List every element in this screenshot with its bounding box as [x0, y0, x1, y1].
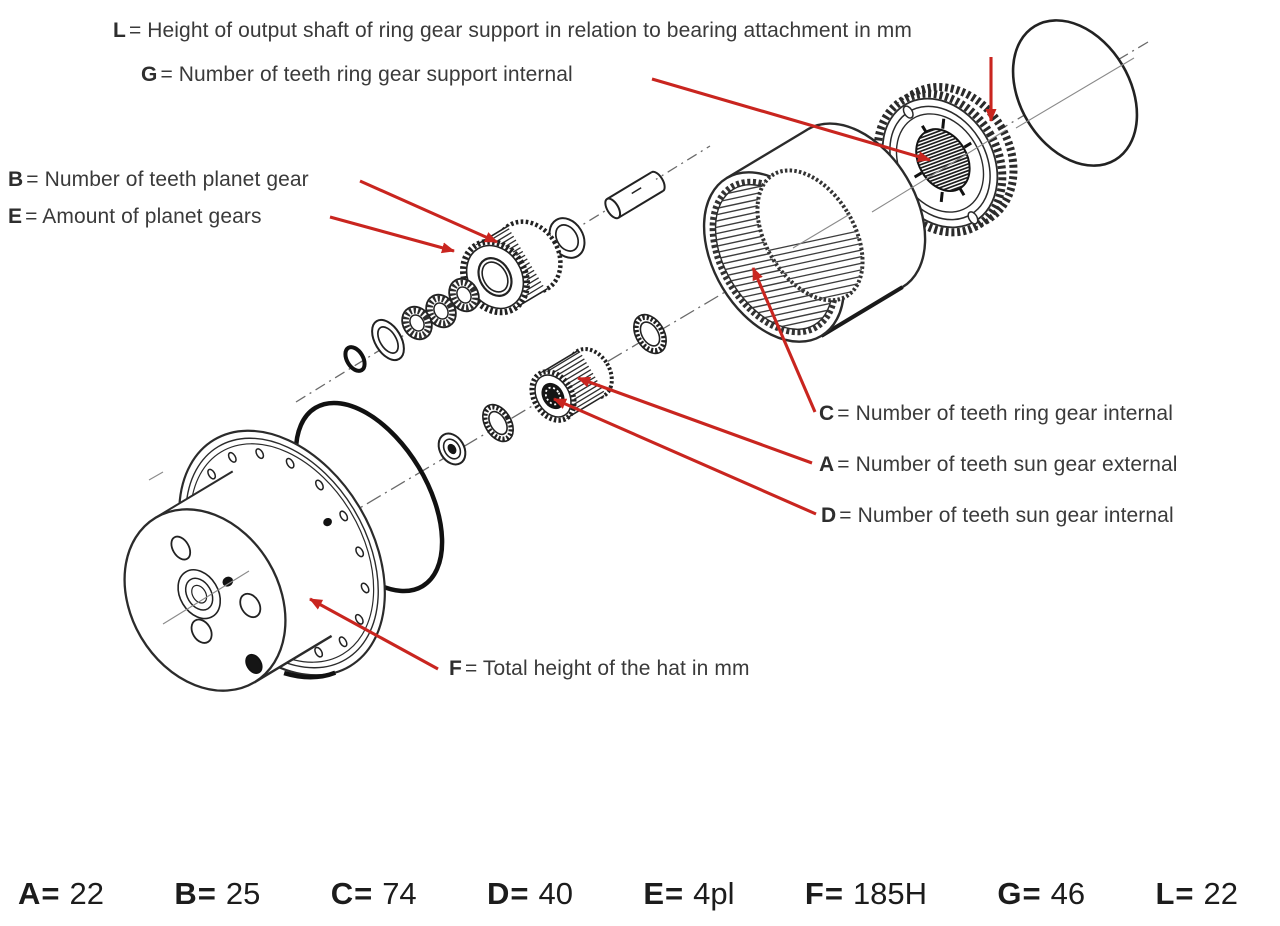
- hub-drum-drawing: [123, 470, 333, 692]
- annotation-L: L= Height of output shaft of ring gear s…: [113, 19, 912, 43]
- value-G: G=46: [997, 876, 1085, 912]
- value-E-label: E=: [643, 876, 685, 911]
- annotation-C-letter: C: [819, 402, 835, 425]
- value-C-number: 74: [382, 876, 417, 911]
- value-B-label: B=: [174, 876, 217, 911]
- annotation-A: A= Number of teeth sun gear external: [819, 453, 1178, 477]
- value-L: L=22: [1155, 876, 1238, 912]
- support-spline-ticks: [913, 118, 972, 203]
- thin-centerlines: [148, 57, 1135, 625]
- value-A-label: A=: [18, 876, 61, 911]
- needle-bearing-drawing: [448, 277, 480, 313]
- annotation-L-letter: L: [113, 19, 126, 42]
- annotation-F-letter: F: [449, 657, 462, 680]
- sun-gear-drawing: [529, 346, 614, 423]
- parameter-values-row: A=22 B=25 C=74 D=40 E=4pl F=185H G=46 L=…: [18, 876, 1238, 912]
- arrow-B: [359, 179, 498, 244]
- annotation-F: F= Total height of the hat in mm: [449, 657, 750, 681]
- ring-gear-drawing: [691, 122, 927, 343]
- annotation-E: E= Amount of planet gears: [8, 205, 262, 229]
- arrow-A: [577, 376, 813, 465]
- value-G-label: G=: [997, 876, 1042, 911]
- value-C: C=74: [331, 876, 417, 912]
- leader-arrows: [309, 57, 997, 671]
- annotation-A-text: = Number of teeth sun gear external: [837, 453, 1178, 476]
- washer-drawing: [371, 318, 405, 362]
- annotation-D-text: = Number of teeth sun gear internal: [839, 504, 1174, 527]
- annotation-L-text: = Height of output shaft of ring gear su…: [128, 19, 912, 42]
- value-B: B=25: [174, 876, 260, 912]
- annotation-F-text: = Total height of the hat in mm: [464, 657, 750, 680]
- annotation-G: G= Number of teeth ring gear support int…: [141, 63, 573, 87]
- arrow-D: [553, 397, 817, 516]
- arrow-F: [309, 597, 439, 671]
- value-D: D=40: [487, 876, 573, 912]
- value-A: A=22: [18, 876, 104, 912]
- planet-pin-drawing: [604, 170, 666, 220]
- annotation-B-text: = Number of teeth planet gear: [26, 168, 309, 191]
- value-B-number: 25: [225, 876, 261, 911]
- annotation-G-letter: G: [141, 63, 158, 86]
- value-F-number: 185H: [852, 876, 928, 911]
- value-E-number: 4pl: [693, 876, 735, 911]
- annotation-D-letter: D: [821, 504, 837, 527]
- value-L-label: L=: [1155, 876, 1195, 911]
- arrow-C: [751, 267, 817, 413]
- value-C-label: C=: [330, 876, 374, 911]
- spline-ring-drawing: [633, 313, 667, 355]
- washer-drawing: [437, 432, 467, 466]
- value-E: E=4pl: [643, 876, 734, 912]
- annotation-B: B= Number of teeth planet gear: [8, 168, 309, 192]
- value-F: F=185H: [805, 876, 927, 912]
- arrow-G: [651, 77, 931, 162]
- value-D-label: D=: [487, 876, 530, 911]
- annotation-D: D= Number of teeth sun gear internal: [821, 504, 1174, 528]
- annotation-B-letter: B: [8, 168, 24, 191]
- arrow-E: [329, 215, 455, 254]
- annotation-A-letter: A: [819, 453, 835, 476]
- value-D-number: 40: [538, 876, 574, 911]
- annotation-G-text: = Number of teeth ring gear support inte…: [160, 63, 573, 86]
- annotation-C-text: = Number of teeth ring gear internal: [837, 402, 1173, 425]
- annotation-E-text: = Amount of planet gears: [25, 205, 262, 228]
- o-ring-small-drawing: [343, 345, 367, 373]
- value-L-number: 22: [1203, 876, 1238, 911]
- needle-bearing-drawing: [401, 305, 433, 341]
- value-G-number: 46: [1050, 876, 1086, 911]
- annotation-C: C= Number of teeth ring gear internal: [819, 402, 1173, 426]
- value-A-number: 22: [69, 876, 104, 911]
- spline-washer-drawing: [482, 403, 514, 443]
- value-F-label: F=: [804, 876, 844, 911]
- annotation-E-letter: E: [8, 205, 23, 228]
